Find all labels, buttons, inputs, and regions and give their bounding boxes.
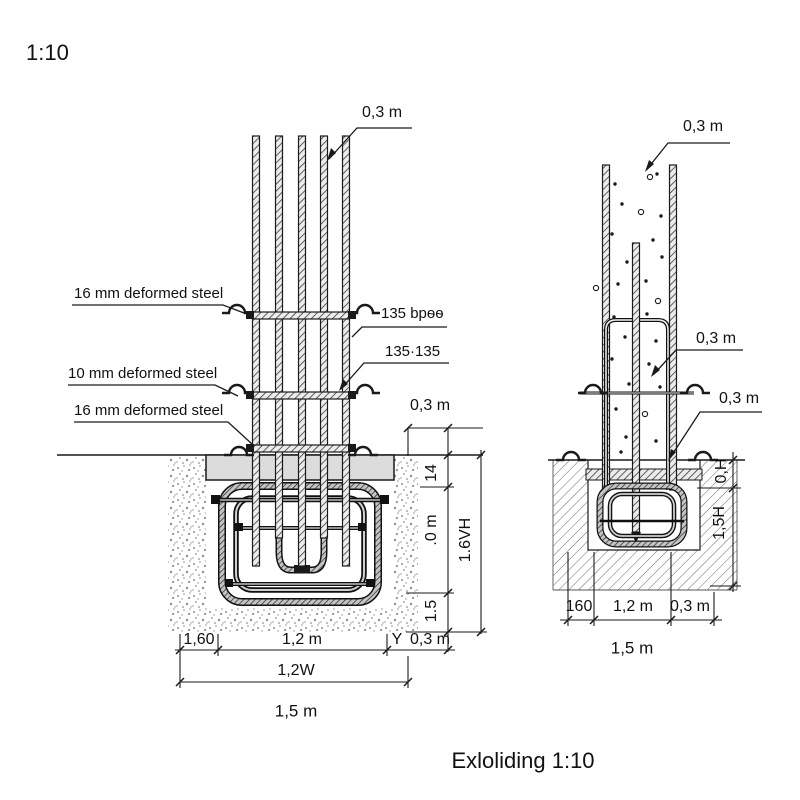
pit-outline [587, 460, 701, 551]
right-width-dim-3: 0,3 m [669, 598, 711, 615]
left-edge-offset-dim: 0,3 m [410, 397, 451, 414]
left-depth-dim-1: 14 [423, 464, 440, 482]
left-figure-drawing [57, 127, 487, 688]
right-width-total-dim: 1,5 m [610, 638, 654, 658]
right-offset-dim: 0,3 m [719, 390, 760, 407]
steel-label-16mm-bottom: 16 mm deformed steel [74, 402, 224, 419]
concrete-dots [592, 172, 664, 454]
left-width-dim-row2: 1,2W [277, 662, 315, 679]
right-depth-dim-1: 0,H [713, 458, 730, 484]
left-width-dim-4: 0,3 m [409, 631, 451, 648]
ground-section-outline [552, 460, 738, 591]
pile-tie [576, 383, 712, 395]
right-width-dim-2: 1,2 m [612, 598, 654, 615]
ground-section-stipple [168, 455, 418, 632]
right-cage-dim: 0,3 m [696, 330, 737, 347]
dimension-lines-left [175, 423, 487, 688]
left-width-dim-3: Y [391, 631, 403, 648]
tie-spacing-label-1: 135 bpѳѳ [381, 305, 444, 322]
right-top-rebar-dim: 0,3 m [683, 118, 724, 135]
steel-label-10mm: 10 mm deformed steel [68, 365, 218, 382]
ground-section-hatch [553, 460, 737, 590]
dimension-ticks-left [175, 423, 486, 687]
drawing-caption: Exloliding 1:10 [451, 748, 595, 773]
right-width-dim-1: 160 [565, 598, 593, 615]
left-width-dim-2: 1,2 m [281, 631, 323, 648]
footing-rebar-loop [596, 482, 688, 548]
left-depth-total-dim: 1.6VH [457, 517, 474, 563]
dimension-lines-right [560, 452, 741, 626]
leader-lines-left [68, 127, 449, 445]
column-ties [246, 311, 356, 453]
right-figure-drawing [548, 142, 762, 626]
tie-spacing-label-2: 135·135 [385, 343, 441, 360]
dimension-ticks-right [563, 455, 738, 625]
left-depth-dim-3: 1.5 [423, 599, 440, 623]
scale-label: 1:10 [26, 40, 69, 65]
left-depth-dim-2: .0 m [423, 514, 440, 546]
left-top-rebar-dim: 0,3 m [362, 104, 403, 121]
left-width-total-dim: 1,5 m [274, 701, 318, 721]
right-depth-dim-2: 1,5H [711, 506, 728, 540]
steel-label-16mm-top: 16 mm deformed steel [74, 285, 224, 302]
pit-cap-band [585, 468, 703, 481]
leader-lines-right [645, 142, 762, 461]
column-rebar-bars [251, 135, 351, 567]
left-width-dim-1: 1,60 [183, 631, 215, 648]
